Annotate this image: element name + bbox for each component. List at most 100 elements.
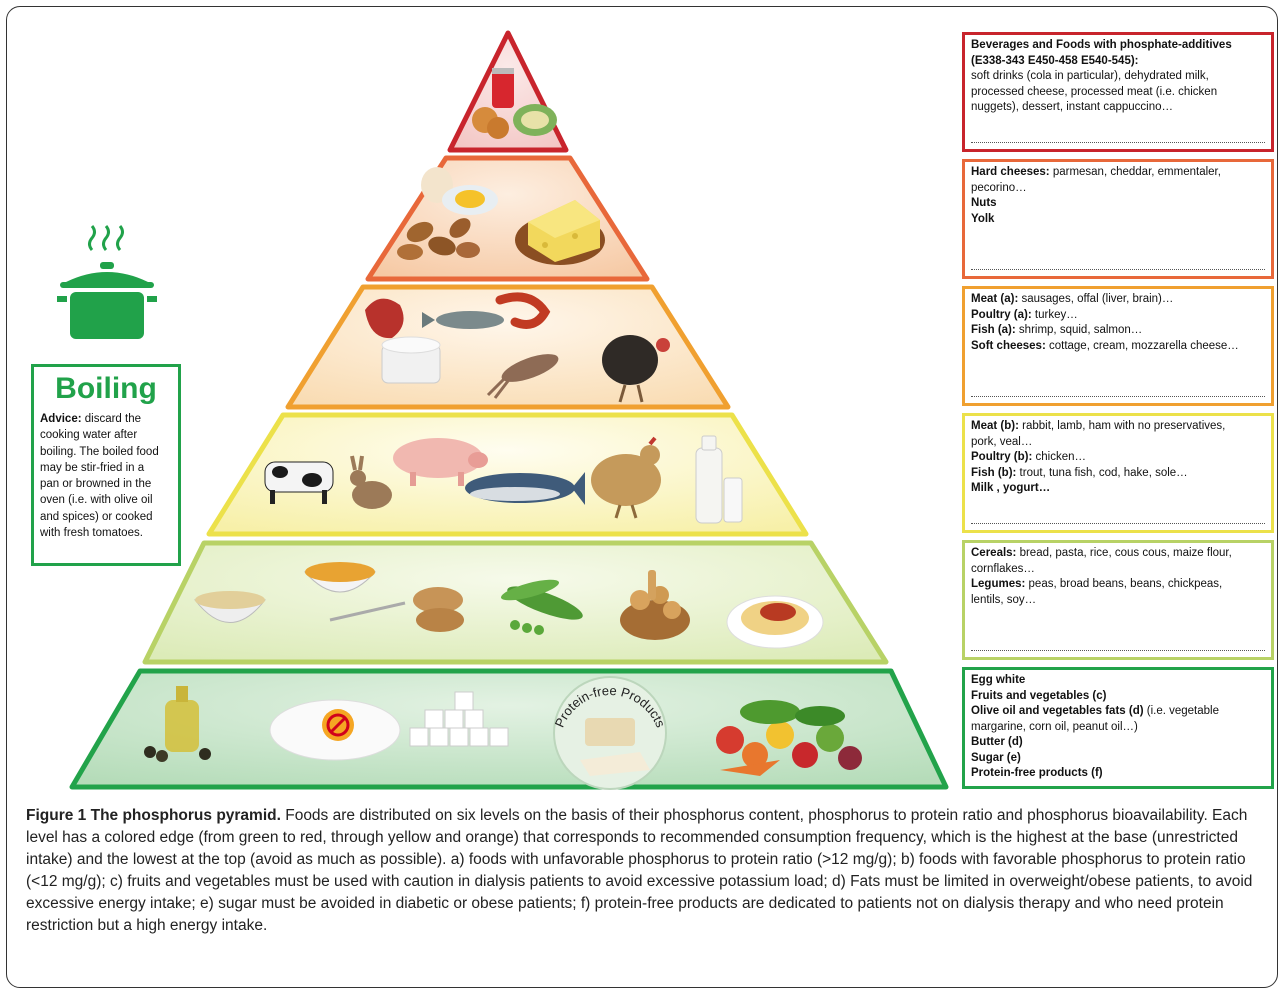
fruits-vegetables-icon [716, 700, 862, 776]
panel-line: Butter (d) [971, 735, 1265, 751]
liver-icon [365, 298, 404, 339]
panel-line: Protein-free products (f) [971, 766, 1265, 782]
panel-level-6: Egg white Fruits and vegetables (c) Oliv… [962, 667, 1274, 789]
panel-line-text: cornflakes… [971, 562, 1035, 575]
panel-line: soft drinks (cola in particular), dehydr… [971, 69, 1265, 85]
boiling-advice-text: Advice: discard the cooking water after … [40, 411, 172, 541]
panel-line-text: soft drinks (cola in particular), dehydr… [971, 70, 1209, 82]
advice-line: boiling. The boiled food [40, 445, 159, 458]
panel-line-bold: Nuts [971, 197, 997, 209]
dotted-divider [971, 142, 1265, 143]
caption-title: Figure 1 The phosphorus pyramid. [26, 807, 281, 824]
hard-cheese-icon [515, 200, 605, 265]
panel-line: Olive oil and vegetables fats (d) (i.e. … [971, 704, 1265, 720]
advice-label: Advice: [40, 413, 82, 425]
panel-line: Fruits and vegetables (c) [971, 689, 1265, 705]
panel-line-text: rabbit, lamb, ham with no preservatives, [1018, 420, 1226, 432]
cornflakes-bowl-icon [303, 562, 406, 622]
cheese-nuts-yolk-illustration [397, 167, 605, 265]
panel-line: Fish (b): trout, tuna fish, cod, hake, s… [971, 466, 1265, 482]
dotted-divider [971, 523, 1265, 524]
sugar-cubes-icon [409, 691, 509, 747]
cooking-pot-icon [57, 225, 157, 339]
panel-line: lentils, soy… [971, 593, 1265, 609]
salmon-icon [422, 311, 504, 329]
panel-line-bold: Cereals: [971, 547, 1017, 559]
meat-fish-milk-illustration [264, 435, 743, 524]
panel-line-bold: Meat (a): [971, 293, 1019, 305]
panel-line: Beverages and Foods with phosphate-addit… [971, 38, 1265, 54]
milk-icon [695, 435, 743, 524]
panel-line-text: lentils, soy… [971, 593, 1037, 606]
panel-line: Hard cheeses: parmesan, cheddar, emmenta… [971, 165, 1265, 181]
panel-line: pecorino… [971, 181, 1265, 197]
panel-level-1: Beverages and Foods with phosphate-addit… [962, 32, 1274, 152]
panel-line-bold: Poultry (b): [971, 451, 1033, 463]
panel-line-bold: Sugar (e) [971, 751, 1021, 764]
phosphate-additive-foods-illustration [472, 68, 557, 139]
panel-line: Nuts [971, 196, 1265, 212]
panel-line-bold: Fish (b): [971, 466, 1017, 479]
egg-white-icon [269, 699, 401, 761]
pyramid-level-1 [447, 30, 569, 153]
panel-line-bold: Soft cheeses: [971, 339, 1046, 352]
cereals-legumes-illustration [193, 562, 824, 649]
dotted-divider [971, 650, 1265, 651]
panel-line: nuggets), dessert, instant cappuccino… [971, 100, 1265, 116]
boiling-title: Boiling [55, 372, 157, 405]
panel-line-bold: Beverages and Foods with phosphate-addit… [971, 39, 1232, 51]
panel-line-text: chicken… [1032, 451, 1087, 463]
panel-line: Meat (b): rabbit, lamb, ham with no pres… [971, 419, 1265, 435]
tuna-icon [465, 472, 585, 505]
pig-icon [393, 438, 488, 486]
protein-free-products-badge: Protein-free Products [552, 676, 668, 790]
boiling-advice-box: Boiling Advice: discard the cooking wate… [31, 364, 181, 566]
panel-line: margarine, corn oil, peanut oil…) [971, 720, 1265, 736]
advice-line: may be stir-fried in a [40, 461, 145, 474]
pyramid-level-3 [285, 284, 731, 410]
panel-line-text: bread, pasta, rice, cous cous, maize flo… [1016, 547, 1232, 559]
panel-line-bold: Olive oil and vegetables fats (d) [971, 705, 1144, 717]
panel-line: Soft cheeses: cottage, cream, mozzarella… [971, 339, 1265, 355]
panel-level-2: Hard cheeses: parmesan, cheddar, emmenta… [962, 159, 1274, 279]
panel-line-bold: Egg white [971, 674, 1026, 686]
panel-line: Fish (a): shrimp, squid, salmon… [971, 323, 1265, 339]
egg-yolk-icon [421, 167, 498, 215]
cola-can-icon [492, 68, 514, 108]
chicken-icon [591, 436, 661, 519]
phosphorus-pyramid: Protein-free Products [57, 30, 949, 790]
panel-line: Meat (a): sausages, offal (liver, brain)… [971, 292, 1265, 308]
advice-line: discard the [81, 413, 141, 425]
panel-line-text: trout, tuna fish, cod, hake, sole… [1016, 466, 1188, 479]
pyramid-level-6: Protein-free Products [69, 668, 949, 790]
rice-bowl-icon [193, 591, 267, 623]
panel-line: Poultry (b): chicken… [971, 450, 1265, 466]
meat-fish-soft-cheese-illustration [365, 292, 670, 403]
panel-line-bold: Poultry (a): [971, 308, 1032, 321]
pyramid-level-5 [142, 540, 889, 665]
peas-icon [500, 579, 583, 635]
shrimp-icon [495, 292, 551, 329]
advice-line: oven (i.e. with olive oil [40, 494, 153, 507]
panel-level-5: Cereals: bread, pasta, rice, cous cous, … [962, 540, 1274, 660]
dotted-divider [971, 396, 1265, 397]
dotted-divider [971, 269, 1265, 270]
rabbit-icon [350, 455, 392, 509]
panel-line-bold: Hard cheeses: [971, 166, 1050, 178]
spaghetti-icon [726, 595, 824, 649]
panel-line: cornflakes… [971, 562, 1265, 578]
panel-line-text: pecorino… [971, 181, 1027, 194]
panel-line-text: pork, veal… [971, 435, 1033, 448]
panel-level-3: Meat (a): sausages, offal (liver, brain)… [962, 286, 1274, 406]
panel-line-text: processed cheese, processed meat (i.e. c… [971, 85, 1218, 98]
panel-line-bold: Milk , yogurt… [971, 482, 1051, 494]
bread-icon [413, 587, 464, 632]
advice-line: and spices) or cooked [40, 510, 153, 523]
cottage-cheese-icon [381, 336, 441, 384]
panel-line-bold: Protein-free products (f) [971, 767, 1103, 779]
panel-line: processed cheese, processed meat (i.e. c… [971, 85, 1265, 101]
panel-line-text: cottage, cream, mozzarella cheese… [1045, 339, 1239, 352]
panel-line-text: sausages, offal (liver, brain)… [1018, 293, 1174, 305]
caption-text: Foods are distributed on six levels on t… [26, 807, 1253, 934]
panel-line: Cereals: bread, pasta, rice, cous cous, … [971, 546, 1265, 562]
